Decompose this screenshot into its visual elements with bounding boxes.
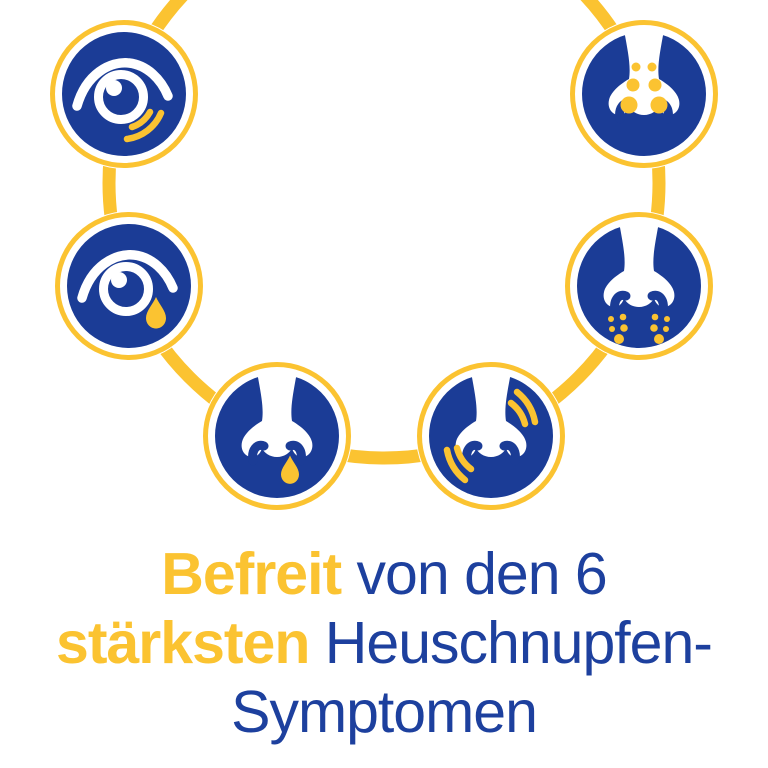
headline: Befreit von den 6 stärksten Heuschnupfen… — [0, 540, 768, 747]
headline-line-3: Symptomen — [0, 678, 768, 747]
runny-nose-icon — [202, 361, 352, 511]
pollen-dots — [620, 62, 668, 114]
watery-eye-icon — [54, 211, 204, 361]
headline-text-3: Symptomen — [231, 679, 538, 745]
irritation-marks — [123, 108, 165, 143]
icon-border — [417, 362, 565, 510]
headline-highlight-2: stärksten — [56, 610, 310, 676]
irritation-marks — [443, 388, 539, 484]
headline-line-2: stärksten Heuschnupfen- — [0, 609, 768, 678]
symptom-ring-graphic — [49, 0, 719, 511]
icon-border — [55, 212, 203, 360]
itchy-eye-icon — [49, 19, 199, 169]
connector-ring — [102, 0, 666, 465]
headline-highlight-1: Befreit — [161, 541, 342, 607]
icon-border — [50, 20, 198, 168]
headline-text-1: von den 6 — [341, 541, 608, 607]
icon-border — [203, 362, 351, 510]
itchy-nose-icon — [416, 361, 566, 511]
sneeze-spray-dots — [608, 313, 670, 344]
icon-border — [570, 20, 718, 168]
icon-border — [565, 212, 713, 360]
headline-line-1: Befreit von den 6 — [0, 540, 768, 609]
sneezing-nose-icon — [564, 211, 714, 361]
congested-nose-icon — [569, 19, 719, 169]
headline-text-2: Heuschnupfen- — [309, 610, 713, 676]
